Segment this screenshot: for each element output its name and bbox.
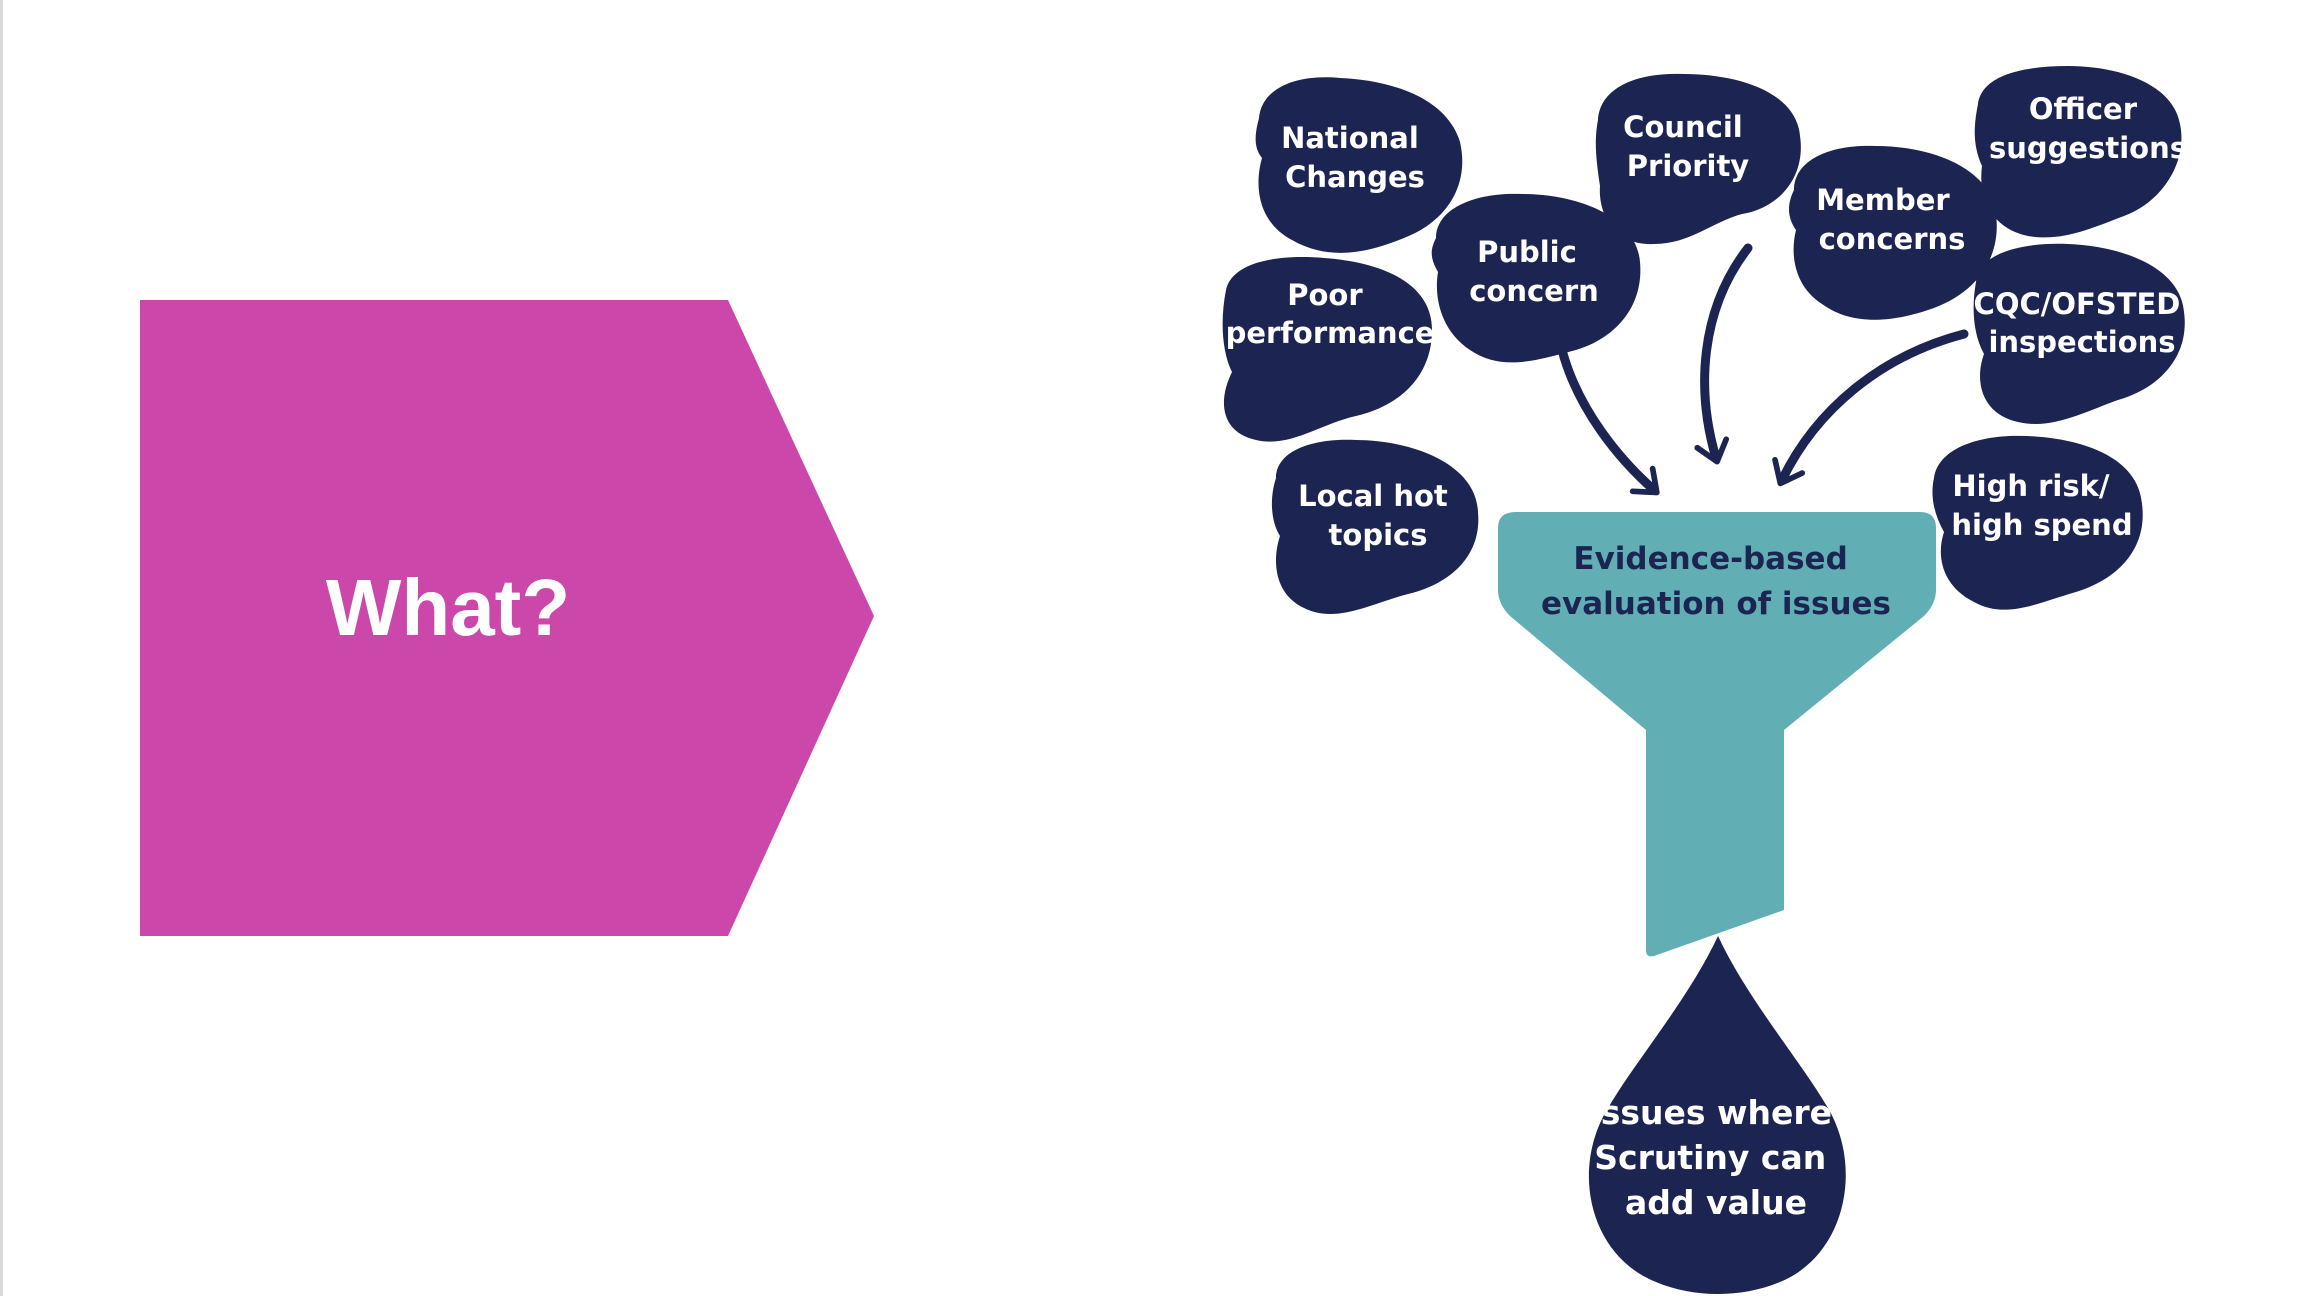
bubble-label-line: suggestions — [1989, 131, 2187, 165]
bubble-label-line: topics — [1329, 518, 1428, 552]
svg-text:National Changes: National Changes — [1281, 121, 1429, 194]
svg-text:Public concern: Public concern — [1469, 235, 1599, 308]
heading-title: What? — [326, 563, 570, 652]
svg-text:Local hot topics: Local hot topics — [1298, 479, 1458, 552]
arrow-from-council-priority — [1694, 243, 1753, 465]
bubble-label-line: inspections — [1988, 325, 2175, 359]
arrow-from-cqc-ofsted — [1772, 329, 1969, 487]
bubble-cqc-ofsted: CQC/OFSTED inspections — [1974, 243, 2191, 424]
svg-text:Evidence-based evaluatio: Evidence-based evaluation of issues — [1541, 541, 1891, 622]
bubble-label-line: Local hot — [1298, 479, 1448, 513]
bubble-label-line: National — [1281, 121, 1419, 155]
result-drop — [1588, 936, 1846, 1294]
svg-text:Council Priority: Council Priority — [1623, 110, 1753, 183]
bubble-label-line: performance — [1226, 316, 1435, 350]
bubble-public-concern: Public concern — [1431, 193, 1641, 363]
left-border — [0, 0, 3, 1296]
arrow-from-public-concern — [1557, 345, 1660, 496]
bubble-label-line: concerns — [1819, 222, 1966, 256]
bubble-national-changes: National Changes — [1255, 77, 1463, 253]
bubble-label-line: Poor — [1287, 278, 1363, 312]
svg-text:Member concerns: Member concerns — [1816, 183, 1965, 256]
bubble-label-line: concern — [1469, 274, 1599, 308]
drop-label-line: Scrutiny can — [1594, 1138, 1826, 1177]
bubble-member-concerns: Member concerns — [1789, 145, 1997, 320]
bubble-label-line: Priority — [1627, 149, 1750, 183]
funnel — [1498, 512, 1936, 957]
bubble-officer-suggestions: Officer suggestions — [1974, 66, 2187, 238]
funnel-label-line: Evidence-based — [1573, 541, 1847, 577]
bubble-high-risk: High risk/ high spend — [1932, 435, 2143, 610]
svg-text:CQC/OFSTED inspections: CQC/OFSTED inspections — [1974, 287, 2191, 359]
bubble-label-line: Public — [1477, 235, 1577, 269]
bubble-poor-performance: Poor performance — [1222, 257, 1435, 442]
bubble-label-line: CQC/OFSTED — [1974, 287, 2181, 321]
bubble-council-priority: Council Priority — [1595, 73, 1801, 245]
drop-label-line: Issues where — [1588, 1093, 1832, 1132]
bubble-label-line: high spend — [1951, 508, 2132, 542]
svg-text:Poor performance: Poor performance — [1226, 278, 1435, 350]
bubble-label-line: Officer — [2029, 92, 2138, 126]
svg-text:High risk/ high spend: High risk/ high spend — [1951, 469, 2132, 542]
bubble-local-hot-topics: Local hot topics — [1271, 439, 1479, 614]
bubble-label-line: Council — [1623, 110, 1743, 144]
funnel-label-line: evaluation of issues — [1541, 586, 1891, 622]
bubble-label-line: Changes — [1285, 160, 1425, 194]
bubble-label-line: Member — [1816, 183, 1950, 217]
heading-arrow-shape — [140, 300, 874, 936]
svg-text:Officer suggestions: Officer suggestions — [1989, 92, 2187, 165]
svg-text:Issues where Scrutiny ca: Issues where Scrutiny can add value — [1588, 1093, 1843, 1222]
drop-label-line: add value — [1625, 1183, 1807, 1222]
bubble-label-line: High risk/ — [1952, 469, 2110, 503]
